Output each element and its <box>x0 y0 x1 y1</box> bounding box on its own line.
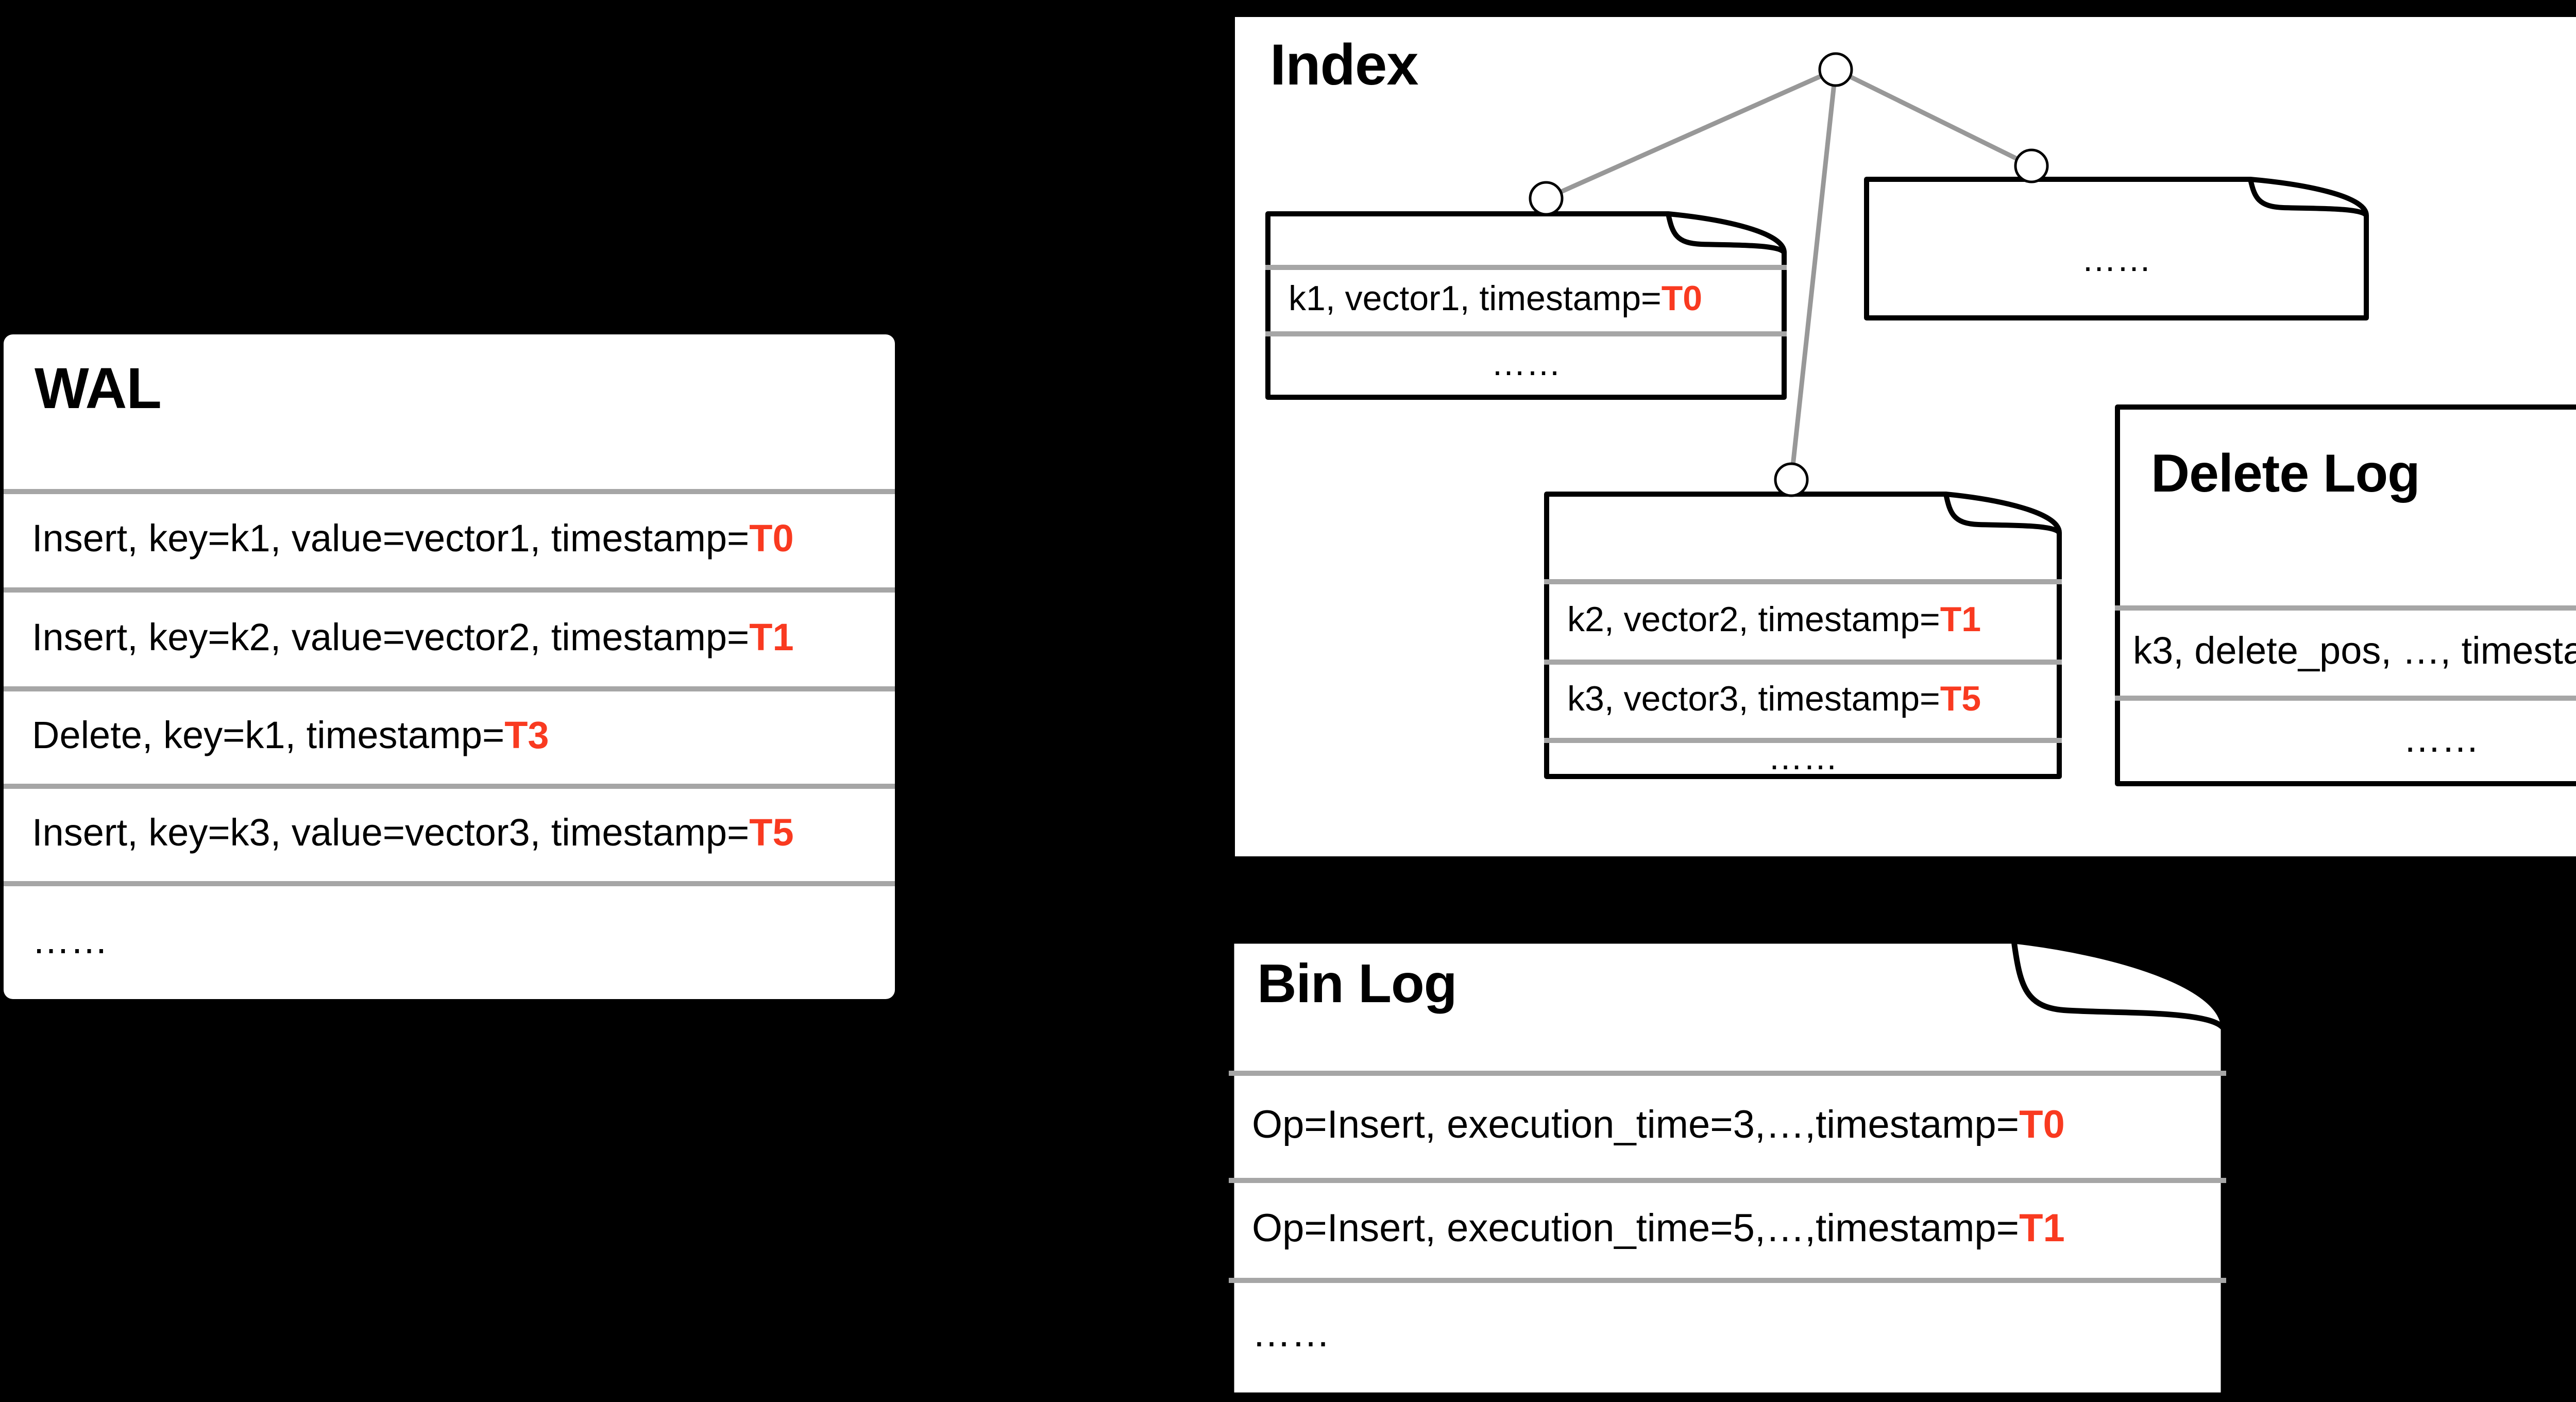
segment2-row-2: k3, vector3, timestamp=T5 <box>1544 660 2062 738</box>
bin-log-row-ellipsis: …… <box>1229 1278 2226 1389</box>
segment2-row-2-timestamp: T5 <box>1940 679 1981 718</box>
segment2-row-1-timestamp: T1 <box>1940 600 1981 639</box>
delete-log-row-1-text: k3, delete_pos, …, timestamp= <box>2133 629 2576 672</box>
row-separator <box>1544 660 2062 665</box>
folded-corner <box>1943 493 2062 535</box>
row-separator <box>1544 738 2062 743</box>
wal-row-3-timestamp: T3 <box>504 714 549 756</box>
segment1-row-ellipsis: …… <box>1265 331 1787 395</box>
row-separator <box>1265 265 1787 270</box>
row-separator <box>4 881 895 886</box>
segment2-row-2-text: k3, vector3, timestamp= <box>1567 679 1940 718</box>
row-separator <box>1265 331 1787 336</box>
index-title: Index <box>1270 32 1419 97</box>
segment2-row-1-text: k2, vector2, timestamp= <box>1567 600 1940 639</box>
tree-node-middle <box>1774 462 1809 497</box>
segment1-row-2-text: …… <box>1491 343 1561 383</box>
delete-log-row-1: k3, delete_pos, …, timestamp=T3 <box>2115 605 2576 696</box>
folded-corner <box>2011 940 2226 1031</box>
wal-panel: WAL Insert, key=k1, value=vector1, times… <box>4 334 895 999</box>
bin-log-row-1-timestamp: T0 <box>2019 1102 2065 1146</box>
wal-row-5-text: …… <box>32 919 108 961</box>
row-separator <box>4 587 895 593</box>
wal-row-2-text: Insert, key=k2, value=vector2, timestamp… <box>32 615 750 658</box>
row-separator <box>1229 1178 2226 1183</box>
wal-row-1-text: Insert, key=k1, value=vector1, timestamp… <box>32 517 750 560</box>
bin-log-row-2: Op=Insert, execution_time=5,…,timestamp=… <box>1229 1178 2226 1278</box>
tree-node-left <box>1529 181 1564 216</box>
wal-row-2-timestamp: T1 <box>749 615 794 658</box>
index-panel: Index k1, vector1, timestamp=T0 …… … <box>1232 14 2576 859</box>
wal-row-4-text: Insert, key=k3, value=vector3, timestamp… <box>32 811 750 854</box>
segment2-row-ellipsis: …… <box>1544 737 2062 777</box>
tree-edge-root-left <box>1545 67 1837 201</box>
delete-log-title: Delete Log <box>2151 444 2420 503</box>
wal-row-1: Insert, key=k1, value=vector1, timestamp… <box>4 489 895 587</box>
delete-log-row-2-text: …… <box>2403 717 2480 760</box>
bin-log-title: Bin Log <box>1257 953 1457 1014</box>
segment1-row-1-text: k1, vector1, timestamp= <box>1289 278 1662 318</box>
index-segment-doc-2: k2, vector2, timestamp=T1 k3, vector3, t… <box>1544 492 2062 779</box>
row-separator <box>2115 696 2576 701</box>
bin-log-row-3-text: …… <box>1252 1311 1330 1355</box>
row-separator <box>2115 605 2576 611</box>
row-separator <box>1544 579 2062 584</box>
folded-corner <box>1666 213 1787 255</box>
index-segment-doc-3: …… <box>1864 177 2369 320</box>
row-separator <box>1229 1071 2226 1076</box>
document-shape <box>2115 404 2576 786</box>
tree-edge-root-right <box>1835 67 2032 168</box>
folded-corner <box>2248 178 2369 217</box>
wal-row-3: Delete, key=k1, timestamp=T3 <box>4 686 895 784</box>
bin-log-row-1: Op=Insert, execution_time=3,…,timestamp=… <box>1229 1071 2226 1178</box>
row-separator <box>1229 1278 2226 1283</box>
segment3-ellipsis-text: …… <box>2081 239 2151 279</box>
tree-root-node <box>1818 52 1853 87</box>
wal-row-2: Insert, key=k2, value=vector2, timestamp… <box>4 587 895 686</box>
segment1-row-1: k1, vector1, timestamp=T0 <box>1265 265 1787 331</box>
row-separator <box>4 489 895 494</box>
bin-log-row-2-timestamp: T1 <box>2019 1206 2065 1250</box>
wal-row-4: Insert, key=k3, value=vector3, timestamp… <box>4 784 895 881</box>
wal-row-ellipsis: …… <box>4 881 895 999</box>
document-outline <box>2115 404 2576 786</box>
row-separator <box>4 686 895 691</box>
segment3-row-ellipsis: …… <box>1864 197 2369 320</box>
index-segment-doc-1: k1, vector1, timestamp=T0 …… <box>1265 211 1787 400</box>
wal-row-1-timestamp: T0 <box>749 517 794 560</box>
delete-log-panel: Delete Log k3, delete_pos, …, timestamp=… <box>2115 404 2576 786</box>
wal-title: WAL <box>35 356 162 420</box>
document-shape <box>1265 211 1787 400</box>
segment2-row-3-text: …… <box>1768 737 1838 777</box>
document-shape <box>1864 177 2369 320</box>
segment1-row-1-timestamp: T0 <box>1661 278 1703 318</box>
bin-log-row-2-text: Op=Insert, execution_time=5,…,timestamp= <box>1252 1206 2020 1250</box>
row-separator <box>4 784 895 789</box>
tree-edge-root-middle <box>1789 69 1838 480</box>
document-shape <box>1544 492 2062 779</box>
wal-row-4-timestamp: T5 <box>749 811 794 854</box>
delete-log-row-ellipsis: …… <box>2115 696 2576 781</box>
segment2-row-1: k2, vector2, timestamp=T1 <box>1544 579 2062 660</box>
wal-row-3-text: Delete, key=k1, timestamp= <box>32 714 505 756</box>
bin-log-panel: Bin Log Op=Insert, execution_time=3,…,ti… <box>1229 938 2226 1398</box>
bin-log-row-1-text: Op=Insert, execution_time=3,…,timestamp= <box>1252 1102 2020 1146</box>
